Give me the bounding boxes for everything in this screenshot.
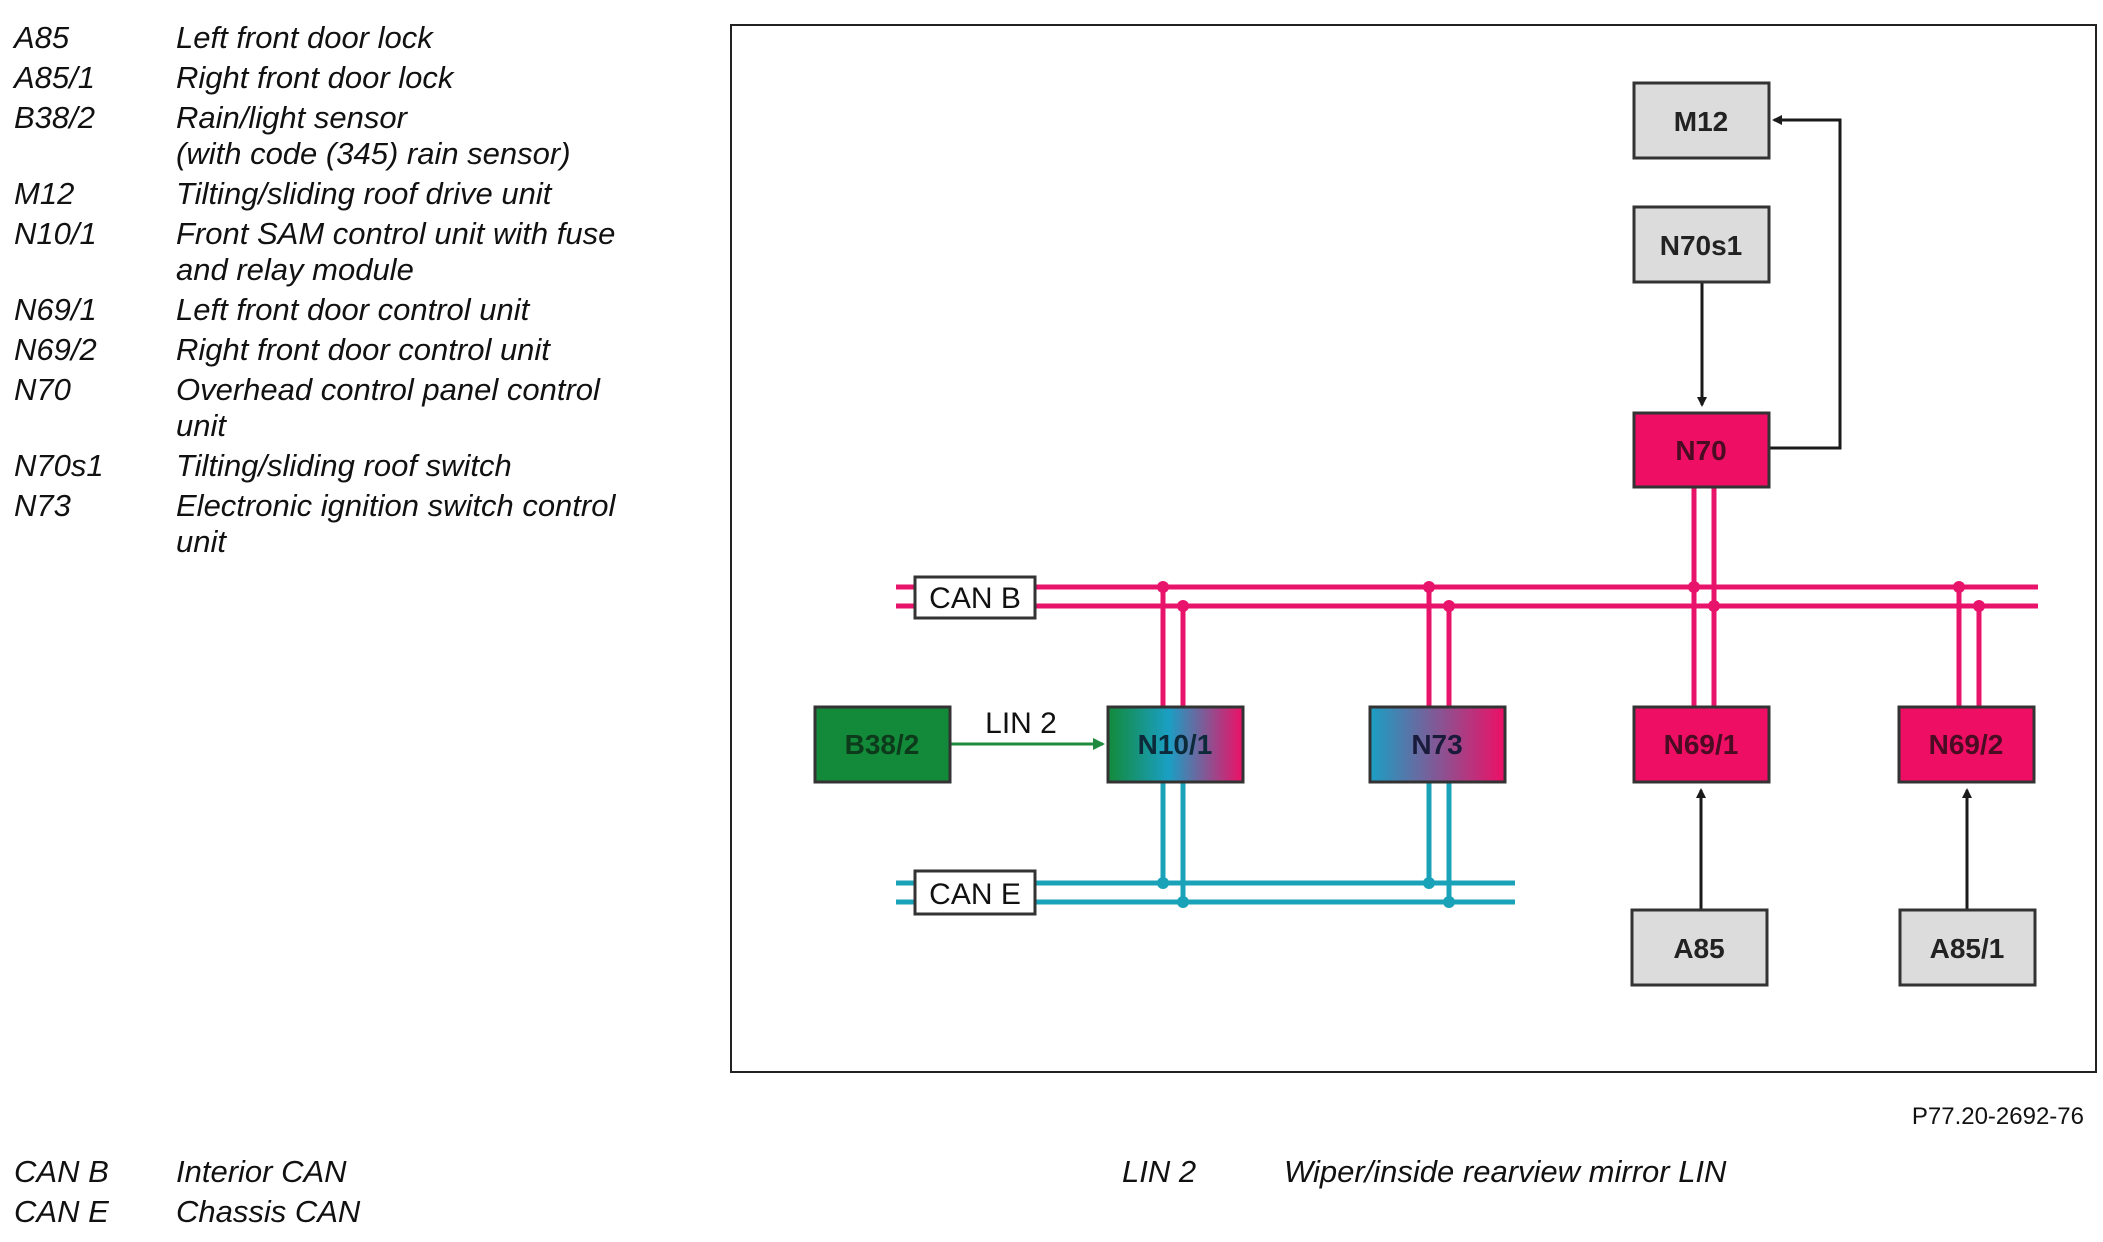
- component-legend-code: N73: [14, 488, 71, 523]
- component-legend-row: B38/2 Rain/light sensor(with code (345) r…: [14, 100, 666, 172]
- component-legend-row: A85 Left front door lock: [14, 20, 666, 56]
- bus-legend-code: CAN E: [14, 1194, 109, 1229]
- component-legend-desc: Right front door lock: [176, 60, 454, 95]
- signal-arrows: [1696, 115, 1972, 910]
- component-legend-desc: Rain/light sensor(with code (345) rain s…: [176, 100, 571, 171]
- lin-legend: LIN 2 Wiper/inside rearview mirror LIN: [1122, 1154, 1774, 1194]
- can-e-junctions: [1157, 877, 1455, 908]
- component-legend-code: A85/1: [14, 60, 96, 95]
- box-n10-1: N10/1: [1106, 705, 1245, 784]
- component-legend-desc: Tilting/sliding roof drive unit: [176, 176, 552, 211]
- component-legend-row: M12 Tilting/sliding roof drive unit: [14, 176, 666, 212]
- lin-legend-row: LIN 2 Wiper/inside rearview mirror LIN: [1122, 1154, 1774, 1190]
- box-b38-2: B38/2: [813, 705, 952, 784]
- box-n10-1-label: N10/1: [1138, 729, 1213, 760]
- component-legend-row: N70s1 Tilting/sliding roof switch: [14, 448, 666, 484]
- box-n69-1-label: N69/1: [1664, 729, 1739, 760]
- figure-id: P77.20-2692-76: [1912, 1103, 2084, 1130]
- can-e-label-box: [913, 869, 1037, 916]
- box-n70-label: N70: [1675, 435, 1726, 466]
- box-b38-2-label: B38/2: [845, 729, 920, 760]
- box-n73: N73: [1368, 705, 1507, 784]
- box-n69-2: N69/2: [1897, 705, 2036, 784]
- box-n70: N70: [1632, 411, 1771, 489]
- lin-legend-desc: Wiper/inside rearview mirror LIN: [1284, 1154, 1727, 1189]
- bus-legend-desc: Chassis CAN: [176, 1194, 361, 1229]
- component-legend-code: N70s1: [14, 448, 104, 483]
- component-legend-code: A85: [14, 20, 70, 55]
- component-legend-desc: Tilting/sliding roof switch: [176, 448, 512, 483]
- box-n73-label: N73: [1411, 729, 1462, 760]
- can-b-label: CAN B: [929, 582, 1021, 615]
- box-n69-1: N69/1: [1632, 705, 1771, 784]
- box-a85-label: A85: [1673, 933, 1724, 964]
- box-m12-label: M12: [1674, 106, 1728, 137]
- component-legend-code: M12: [14, 176, 75, 211]
- bus-legend-row: CAN B Interior CAN: [14, 1154, 666, 1190]
- component-legend-code: B38/2: [14, 100, 96, 135]
- can-b-junctions: [1157, 581, 1985, 612]
- component-legend-row: A85/1 Right front door lock: [14, 60, 666, 96]
- component-legend-desc: Right front door control unit: [176, 332, 550, 367]
- component-legend-desc: Left front door lock: [176, 20, 433, 55]
- component-legend-row: N69/2 Right front door control unit: [14, 332, 666, 368]
- can-b-label-box: [913, 575, 1037, 620]
- diagram-frame: [730, 24, 2097, 1073]
- component-legend-code: N69/2: [14, 332, 97, 367]
- component-legend-desc: Left front door control unit: [176, 292, 530, 327]
- bus-legend-code: CAN B: [14, 1154, 109, 1189]
- bus-legend-desc: Interior CAN: [176, 1154, 347, 1189]
- box-a85-1-label: A85/1: [1930, 933, 2005, 964]
- bus-legend: CAN B Interior CAN CAN E Chassis CAN: [14, 1154, 666, 1234]
- lin-legend-code: LIN 2: [1122, 1154, 1197, 1189]
- box-a85-1: A85/1: [1898, 908, 2037, 987]
- can-e-label: CAN E: [929, 878, 1021, 911]
- component-legend-code: N10/1: [14, 216, 97, 251]
- box-n70s1: N70s1: [1632, 205, 1771, 284]
- component-legend-code: N69/1: [14, 292, 97, 327]
- box-a85: A85: [1630, 908, 1769, 987]
- box-m12: M12: [1632, 81, 1771, 160]
- component-legend-row: N69/1 Left front door control unit: [14, 292, 666, 328]
- lin2-label: LIN 2: [985, 707, 1057, 740]
- box-n70s1-label: N70s1: [1660, 230, 1743, 261]
- bus-legend-row: CAN E Chassis CAN: [14, 1194, 666, 1230]
- component-legend-code: N70: [14, 372, 71, 407]
- can-b-bus: [896, 487, 2038, 708]
- box-n69-2-label: N69/2: [1929, 729, 2004, 760]
